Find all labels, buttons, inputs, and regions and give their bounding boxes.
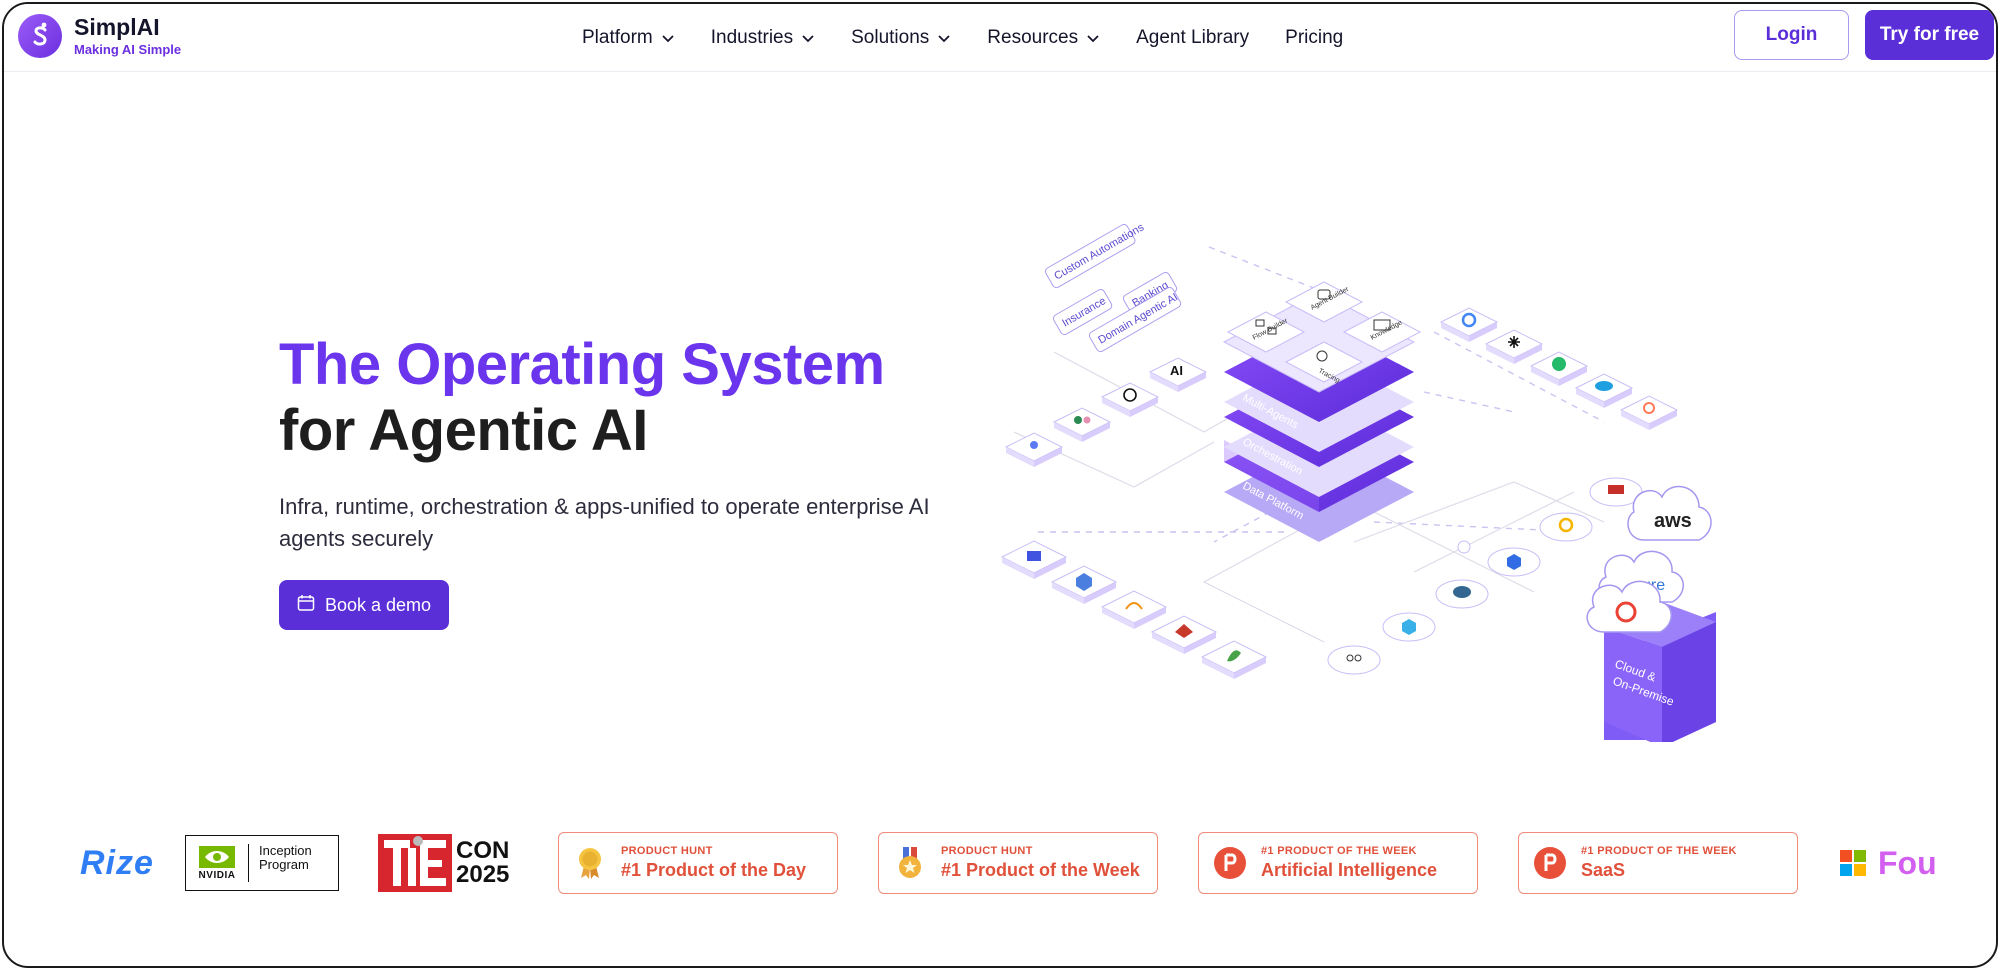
- database-icon: [1027, 551, 1041, 561]
- model-tiles: AI: [1004, 357, 1208, 467]
- tag-pill: [1052, 288, 1113, 336]
- nvidia-inception-logo: NVIDIA Inception Program: [185, 832, 339, 894]
- model-logo-icon: [1074, 416, 1082, 424]
- nvidia-eye-icon: [199, 845, 235, 868]
- asterisk-icon: [1508, 336, 1520, 348]
- tiecon-word: CON: [456, 837, 510, 864]
- top-navbar: SimplAI Making AI Simple Platform Indust…: [4, 4, 1996, 72]
- gcp-cloud-icon: [1586, 580, 1672, 633]
- main-nav: Platform Industries Solutions Resources …: [582, 4, 1379, 72]
- mysql-icon: [1125, 602, 1143, 610]
- tie-logo-icon: [378, 834, 452, 892]
- platform-illustration: Custom Automations Banking Insurance Dom…: [994, 221, 1754, 747]
- badge-small-text: PRODUCT HUNT: [621, 845, 713, 857]
- tag-pill: [1044, 223, 1136, 289]
- nav-item-label: Platform: [582, 27, 653, 48]
- tag-pill: [1088, 286, 1182, 353]
- aws-cloud-icon: [1627, 485, 1712, 541]
- kafka-icon: [1354, 654, 1362, 662]
- hubspot-icon: [1643, 402, 1655, 414]
- nav-item-resources[interactable]: Resources: [987, 27, 1100, 49]
- nav-item-pricing[interactable]: Pricing: [1285, 27, 1343, 49]
- chevron-down-icon: [1086, 31, 1100, 45]
- nav-item-agent-library[interactable]: Agent Library: [1136, 27, 1249, 49]
- postgres-icon: [1453, 586, 1471, 598]
- chevron-down-icon: [661, 31, 675, 45]
- tiecon-logo: CON 2025: [378, 832, 509, 894]
- badge-small-text: #1 PRODUCT OF THE WEEK: [1581, 845, 1737, 857]
- aws-label: aws: [1654, 510, 1692, 532]
- hero-title-line1: The Operating System: [279, 332, 885, 397]
- gcp-icon: [1558, 517, 1574, 533]
- datasource-tiles: [1000, 540, 1268, 679]
- tiecon-year: 2025: [456, 861, 510, 888]
- salesforce-icon: [1595, 381, 1613, 391]
- try-for-free-button[interactable]: Try for free: [1865, 10, 1994, 60]
- product-hunt-badge-day[interactable]: PRODUCT HUNT #1 Product of the Day: [558, 832, 838, 894]
- redis-stack-icon: [1608, 485, 1624, 494]
- microsoft-founders-logo: Fou: [1840, 832, 1937, 894]
- nvidia-word: NVIDIA: [198, 869, 236, 881]
- hero-subtitle: Infra, runtime, orchestration & apps-uni…: [279, 494, 930, 551]
- hero-title: The Operating System for Agentic AI: [279, 332, 885, 464]
- product-hunt-badge-saas[interactable]: #1 PRODUCT OF THE WEEK SaaS: [1518, 832, 1798, 894]
- brand-logo[interactable]: SimplAI Making AI Simple: [18, 14, 181, 58]
- microsoft-icon: [1840, 850, 1866, 876]
- cloud-deployment: Cloud & On-Premise aws zure: [1586, 485, 1716, 747]
- openai-icon: [1123, 388, 1137, 402]
- login-button[interactable]: Login: [1734, 10, 1849, 60]
- redis-icon: [1175, 624, 1193, 638]
- badge-small-text: #1 PRODUCT OF THE WEEK: [1261, 845, 1417, 857]
- nav-item-platform[interactable]: Platform: [582, 27, 675, 49]
- product-hunt-badge-week[interactable]: PRODUCT HUNT #1 Product of the Week: [878, 832, 1158, 894]
- module-tiles: Flow Builder Agent Builder Tracing: [1226, 281, 1422, 385]
- industry-tags: Custom Automations Banking Insurance Dom…: [1044, 221, 1182, 353]
- mongodb-icon: [1227, 650, 1241, 662]
- nav-item-label: Industries: [710, 27, 794, 48]
- anthropic-icon: AI: [1170, 363, 1183, 378]
- producthunt-icon: [1214, 847, 1246, 879]
- gold-medal-icon: [579, 848, 601, 879]
- platform-stack: Multi-Agents Orchestration Data Platform…: [1222, 281, 1422, 542]
- nvidia-program-line2: Program: [259, 857, 309, 873]
- simplai-logo-icon: [18, 14, 62, 58]
- badge-big-text: #1 Product of the Day: [621, 860, 807, 880]
- nav-item-label: Solutions: [851, 27, 930, 48]
- founders-text: Fou: [1878, 844, 1937, 881]
- nav-item-label: Pricing: [1285, 27, 1344, 48]
- producthunt-icon: [1534, 847, 1566, 879]
- product-hunt-badge-ai[interactable]: #1 PRODUCT OF THE WEEK Artificial Intell…: [1198, 832, 1478, 894]
- nav-item-industries[interactable]: Industries: [711, 27, 815, 49]
- nav-item-label: Agent Library: [1136, 27, 1250, 48]
- book-demo-button[interactable]: Book a demo: [279, 580, 449, 630]
- partner-logo-strip: Rize NVIDIA Inception Program: [4, 824, 1996, 904]
- badge-big-text: Artificial Intelligence: [1261, 860, 1438, 880]
- rize-logo-text: Rize: [80, 843, 154, 882]
- app-tiles: [1439, 307, 1679, 430]
- chevron-down-icon: [937, 31, 951, 45]
- calendar-icon: [297, 594, 315, 617]
- brand-name: SimplAI: [74, 13, 160, 40]
- nav-item-label: Resources: [987, 27, 1079, 48]
- brand-tagline: Making AI Simple: [74, 42, 182, 57]
- badge-big-text: SaaS: [1581, 860, 1626, 880]
- tag-custom-automations: Custom Automations: [1052, 222, 1146, 283]
- badge-big-text: #1 Product of the Week: [941, 860, 1140, 880]
- medal-icon: [899, 847, 921, 878]
- infra-tiles: [1327, 477, 1643, 675]
- chevron-down-icon: [801, 31, 815, 45]
- app-logo-icon: [1552, 357, 1566, 371]
- bigquery-icon: [1076, 573, 1092, 591]
- badge-small-text: PRODUCT HUNT: [941, 845, 1033, 857]
- kubernetes-icon: [1507, 554, 1521, 570]
- gemini-icon: [1030, 441, 1038, 449]
- google-icon: [1461, 312, 1477, 328]
- book-demo-label: Book a demo: [324, 594, 432, 615]
- nav-item-solutions[interactable]: Solutions: [851, 27, 951, 49]
- rize-logo: Rize: [80, 832, 154, 894]
- k8s-icon: [1402, 619, 1416, 635]
- nvidia-program-line1: Inception: [259, 843, 312, 859]
- hero-title-line2: for Agentic AI: [279, 398, 648, 463]
